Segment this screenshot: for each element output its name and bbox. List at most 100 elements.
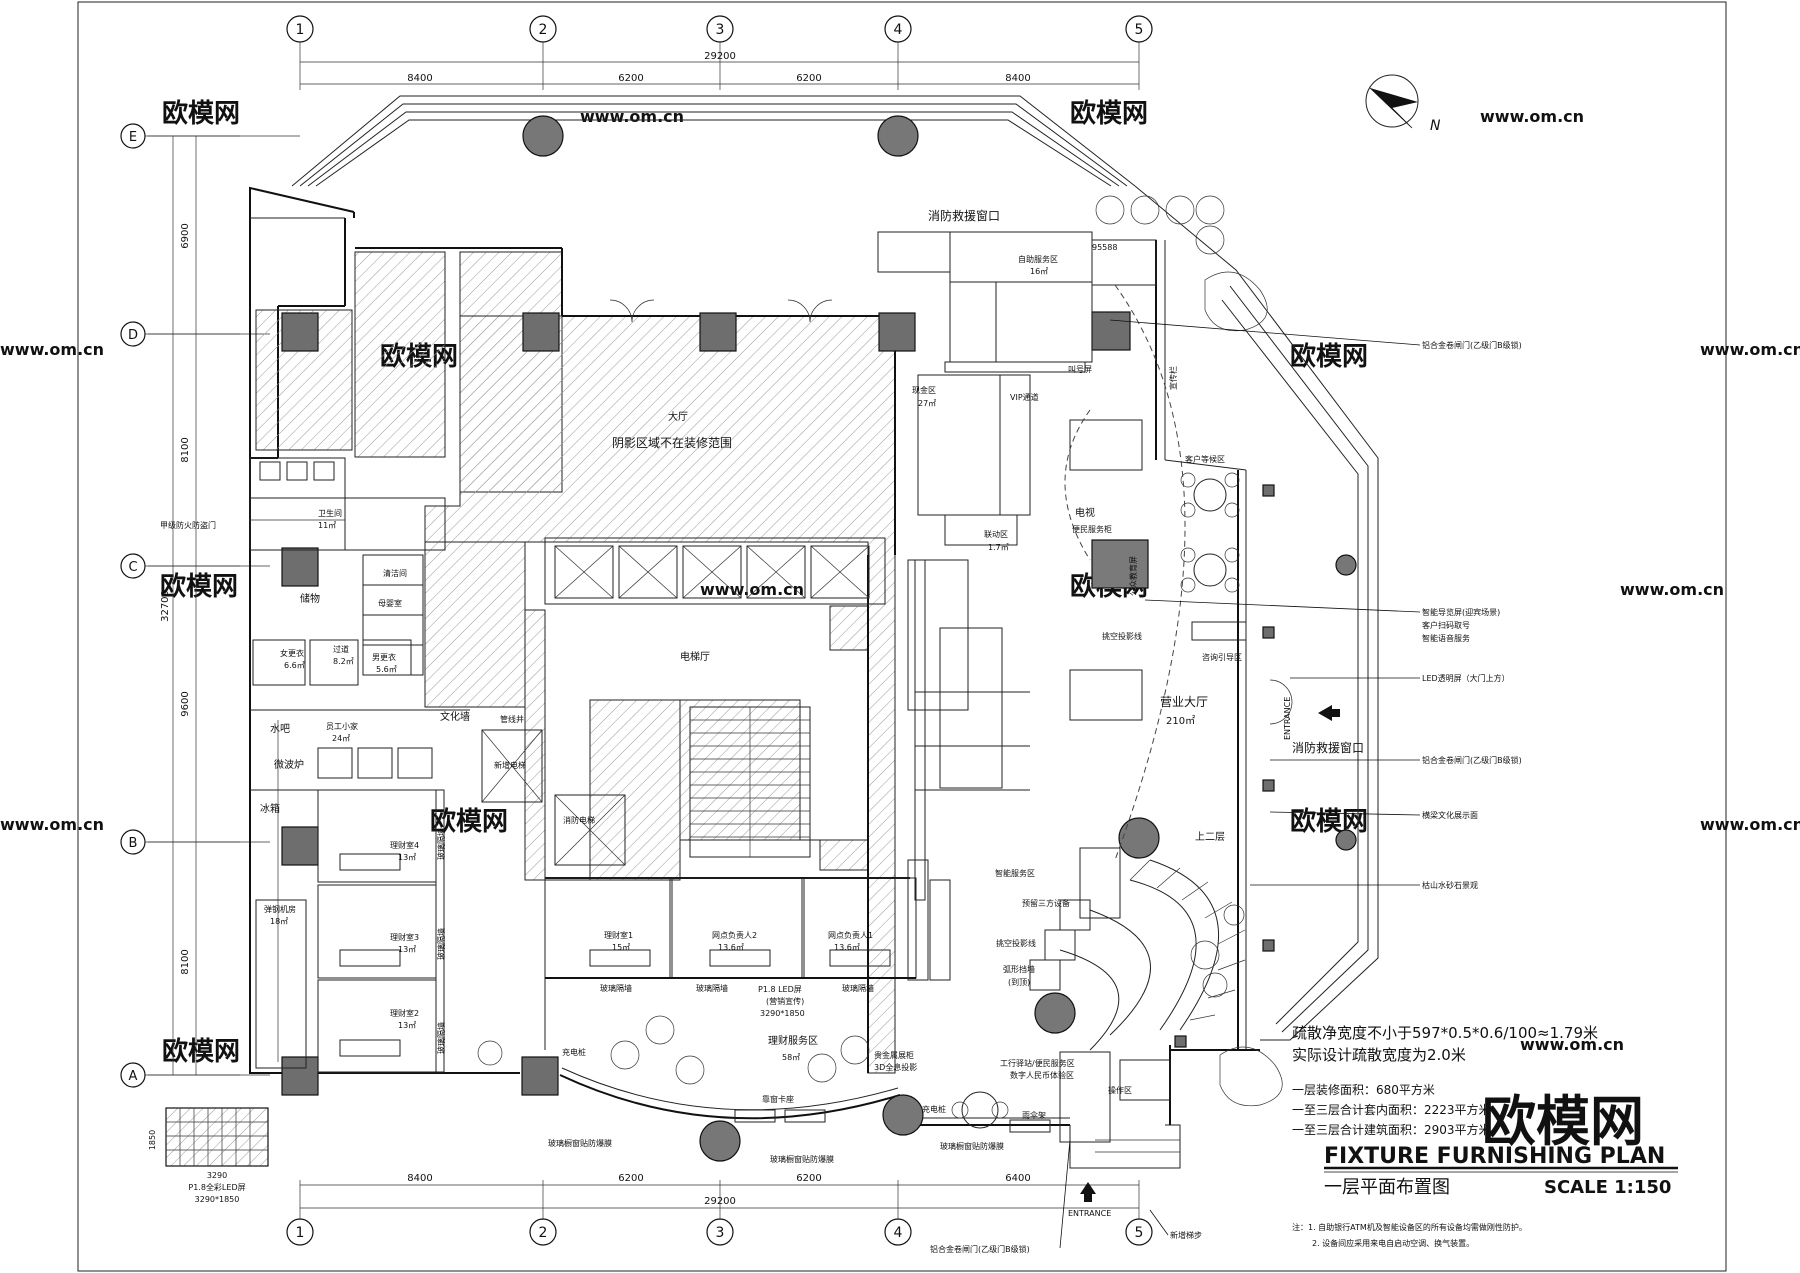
watermark-site: www.om.cn — [1700, 815, 1800, 834]
watermark-logo: 欧模网 — [1290, 806, 1368, 837]
label-finance-room-3: 理财室3 — [390, 932, 419, 942]
grid-column-bubble-1-bottom: 1 — [286, 1218, 314, 1246]
storefront-arc-inner — [561, 1067, 899, 1111]
label-fridge: 冰箱 — [260, 802, 280, 815]
round-column — [699, 1120, 741, 1162]
label-machine-room: 弹钢机房 — [264, 904, 296, 914]
label-finance-service-area: 58㎡ — [782, 1053, 800, 1062]
dim-bay-bottom-1: 8400 — [407, 1173, 432, 1184]
round-column — [1335, 554, 1357, 576]
column — [1262, 779, 1275, 792]
column — [522, 312, 560, 352]
round-column — [877, 115, 919, 157]
svg-text:4: 4 — [894, 1225, 903, 1241]
label-business-hall-area: 210㎡ — [1166, 715, 1195, 727]
round-column — [522, 115, 564, 157]
label-umbrella: 雨伞架 — [1022, 1110, 1046, 1120]
callout-scan-queue: 客户扫码取号 — [1422, 620, 1470, 630]
label-precious-metal: 贵金属展柜 — [874, 1050, 914, 1060]
column — [1174, 1035, 1187, 1048]
label-new-steps: 新增梯步 — [1170, 1230, 1202, 1240]
round-column — [1118, 817, 1160, 859]
label-storage: 储物 — [300, 592, 320, 605]
label-tv: 电视 — [1075, 506, 1095, 519]
grid-row-bubble-C: C — [120, 553, 146, 579]
title-block: FIXTURE FURNISHING PLAN 一层平面布置图 SCALE 1:… — [1324, 1144, 1678, 1198]
label-vip: VIP通道 — [1010, 392, 1039, 402]
grid-column-bubble-3-bottom: 3 — [706, 1218, 734, 1246]
callout-shutter-right: 铝合金卷闸门(乙级门B级锁) — [1422, 755, 1522, 765]
label-finance-service: 理财服务区 — [768, 1034, 818, 1047]
watermark-logo: 欧模网 — [1070, 98, 1148, 129]
label-film-3: 玻璃橱窗贴防爆膜 — [940, 1141, 1004, 1151]
area-note-3: 一至三层合计建筑面积：2903平方米 — [1292, 1122, 1491, 1137]
svg-text:N: N — [1430, 118, 1441, 134]
label-self-service-area: 16㎡ — [1030, 267, 1048, 276]
svg-text:15㎡: 15㎡ — [612, 943, 630, 952]
svg-text:13㎡: 13㎡ — [398, 945, 416, 954]
label-toilet: 卫生间 — [318, 508, 342, 518]
note-1: 注：1. 自助银行ATM机及智能设备区的所有设备均需做刚性防护。 — [1292, 1222, 1527, 1232]
svg-text:C: C — [128, 560, 137, 575]
label-linkage: 联动区 — [984, 529, 1008, 539]
label-hall: 大厅 — [668, 410, 688, 423]
label-mother-room: 母婴室 — [378, 598, 402, 608]
label-water-bar: 水吧 — [270, 723, 290, 735]
entrance-arrow-bottom — [1080, 1182, 1096, 1194]
drawing-frame — [77, 1, 1727, 1272]
svg-text:5: 5 — [1135, 1225, 1144, 1241]
grid-column-bubble-1: 1 — [286, 15, 314, 43]
watermark-logo: 欧模网 — [430, 806, 508, 837]
grid-column-bubble-5-bottom: 5 — [1125, 1218, 1153, 1246]
led-legend: 1850 3290 P1.8全彩LED屏 3290*1850 — [148, 1107, 269, 1204]
label-pipe-well: 管线井 — [500, 714, 524, 724]
note-2: 2. 设备间应采用来电自启动空调、换气装置。 — [1312, 1238, 1474, 1248]
dim-total-width-bottom: 29200 — [704, 1196, 736, 1207]
label-culture-wall: 文化墙 — [440, 710, 470, 723]
label-convenience: 便民服务柜 — [1072, 524, 1112, 534]
svg-text:D: D — [128, 328, 138, 343]
dim-bay-bottom-4: 6400 — [1005, 1173, 1030, 1184]
watermark-logo: 欧模网 — [1290, 341, 1368, 372]
svg-text:5: 5 — [1135, 22, 1144, 38]
grid-column-bubble-2-bottom: 2 — [529, 1218, 557, 1246]
label-linkage-area: 1.7㎡ — [988, 543, 1009, 552]
lower-finance-rooms — [544, 877, 917, 979]
svg-text:2: 2 — [539, 1225, 548, 1241]
svg-text:(到顶): (到顶) — [1008, 978, 1030, 987]
new-elevator-shaft — [481, 729, 543, 803]
label-promo-bar: 宣传栏 — [1168, 366, 1178, 390]
led-height: 1850 — [148, 1130, 157, 1150]
dim-total-width-top: 29200 — [704, 51, 736, 62]
dim-row-4: 6900 — [180, 223, 191, 248]
label-glass-wall: 玻璃隔墙 — [842, 983, 874, 993]
tv-screen — [1091, 539, 1149, 589]
grid-column-bubble-3: 3 — [706, 15, 734, 43]
room-labels: 大厅 阴影区域不在装修范围 电梯厅 营业大厅 210㎡ 自助服务区 16㎡ 现金… — [160, 208, 1364, 1218]
led-width: 3290 — [207, 1171, 227, 1180]
column — [1262, 484, 1275, 497]
grid-row-bubble-D: D — [120, 321, 146, 347]
label-film-1: 玻璃橱窗贴防爆膜 — [548, 1138, 612, 1148]
label-business-hall: 营业大厅 — [1160, 695, 1208, 709]
label-consult: 咨询引导区 — [1202, 652, 1242, 662]
label-window-seat: 靠窗卡座 — [762, 1094, 794, 1104]
column — [1262, 939, 1275, 952]
area-note-2: 一至三层合计套内面积：2223平方米 — [1292, 1102, 1491, 1117]
dim-bay-top-1: 8400 — [407, 73, 432, 84]
label-queue-screen: 叫号屏 — [1068, 364, 1092, 374]
dim-row-3: 8100 — [180, 437, 191, 462]
label-led-screen: P1.8 LED屏 — [758, 985, 802, 994]
fire-elevator-shaft — [554, 794, 626, 866]
callout-voice-service: 智能语音服务 — [1422, 633, 1470, 643]
area-note-1: 一层装修面积：680平方米 — [1292, 1082, 1435, 1097]
elevator-bank — [544, 537, 886, 605]
watermark-logo: 欧模网 — [160, 571, 238, 602]
label-charging-1: 充电桩 — [562, 1047, 586, 1057]
grid-column-bubble-4: 4 — [884, 15, 912, 43]
watermark-site: www.om.cn — [1480, 107, 1584, 126]
svg-text:13.6㎡: 13.6㎡ — [718, 943, 744, 952]
label-glass-wall: 玻璃隔墙 — [600, 983, 632, 993]
watermark-site: www.om.cn — [1700, 340, 1800, 359]
